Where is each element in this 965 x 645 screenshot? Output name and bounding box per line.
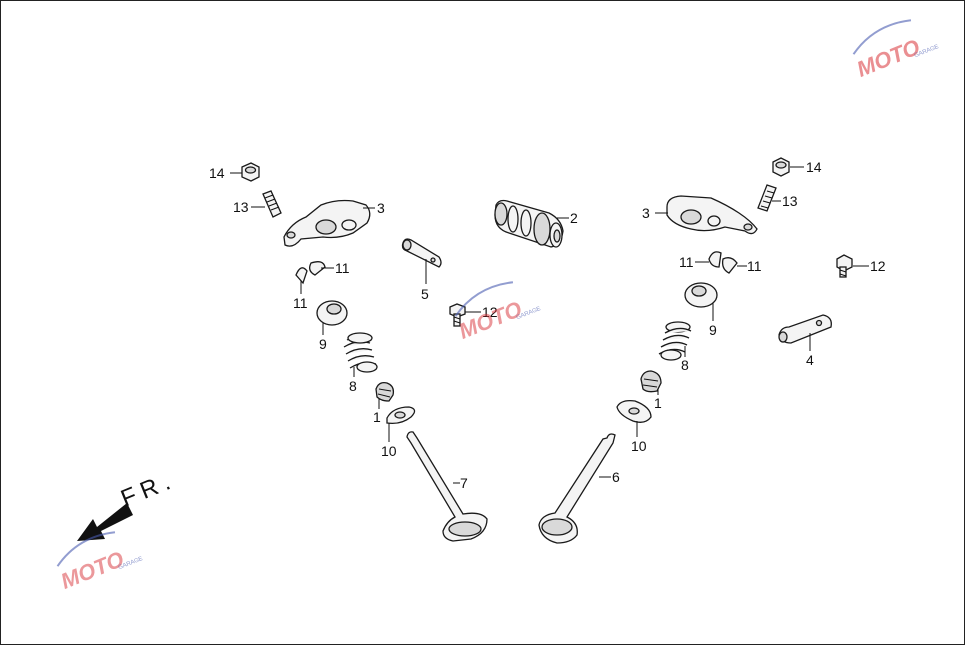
rocker-shaft-4	[778, 314, 832, 344]
callout-7: 7	[460, 475, 468, 491]
valve-cotter-11-left-b	[309, 261, 326, 276]
valve-cotter-11-right-b	[721, 257, 738, 274]
callout-12-right: 12	[870, 258, 886, 274]
callout-9-right: 9	[709, 322, 717, 338]
adjuster-screw-13-right	[757, 184, 777, 212]
front-direction-label: FR.	[117, 466, 180, 512]
spring-retainer-9-left	[316, 300, 348, 326]
callout-9-left: 9	[319, 336, 327, 352]
exhaust-valve-6	[538, 433, 616, 544]
callout-12-center: 12	[482, 304, 498, 320]
spring-seat-10-left	[386, 406, 416, 425]
callout-11-left-lower: 11	[293, 295, 308, 311]
callout-5: 5	[421, 286, 429, 302]
callout-13-right: 13	[782, 193, 798, 209]
callout-4: 4	[806, 352, 814, 368]
callout-10-right: 10	[631, 438, 647, 454]
valve-spring-8-left	[343, 332, 378, 373]
callout-3-right: 3	[642, 205, 650, 221]
callout-8-right: 8	[681, 357, 689, 373]
bolt-12-right	[836, 254, 853, 278]
callout-10-left: 10	[381, 443, 397, 459]
callout-1-left: 1	[373, 409, 381, 425]
callout-1-right: 1	[654, 395, 662, 411]
adjuster-screw-13-left	[262, 190, 282, 218]
callout-11-right-upper: 11	[679, 254, 694, 270]
stem-seal-1-right	[640, 370, 662, 393]
rocker-arm-3-left	[283, 199, 371, 247]
valve-spring-8-right	[658, 321, 692, 361]
watermark-logo-center: MOTO GARAGE	[454, 281, 542, 344]
valve-cotter-11-left-a	[295, 267, 308, 285]
nut-14-right	[772, 157, 790, 177]
callout-2: 2	[570, 210, 578, 226]
spring-retainer-9-right	[684, 282, 718, 308]
nut-14-left	[241, 162, 260, 182]
rocker-shaft-5	[401, 238, 442, 268]
callout-14-left: 14	[209, 165, 225, 181]
callout-6: 6	[612, 469, 620, 485]
callout-11-right-lower: 11	[747, 258, 762, 274]
callout-8-left: 8	[349, 378, 357, 394]
stem-seal-1-left	[375, 381, 395, 402]
valve-cotter-11-right-a	[708, 251, 722, 268]
callout-14-right: 14	[806, 159, 822, 175]
camshaft-2	[494, 199, 564, 248]
watermark-logo-top-right: MOTO GARAGE	[852, 19, 940, 82]
callout-11-left-upper: 11	[335, 260, 350, 276]
callout-13-left: 13	[233, 199, 249, 215]
callout-3-left: 3	[377, 200, 385, 216]
intake-valve-7	[406, 431, 488, 542]
front-direction-arrow	[77, 503, 133, 541]
rocker-arm-3-right	[666, 195, 758, 235]
spring-seat-10-right	[616, 399, 652, 423]
